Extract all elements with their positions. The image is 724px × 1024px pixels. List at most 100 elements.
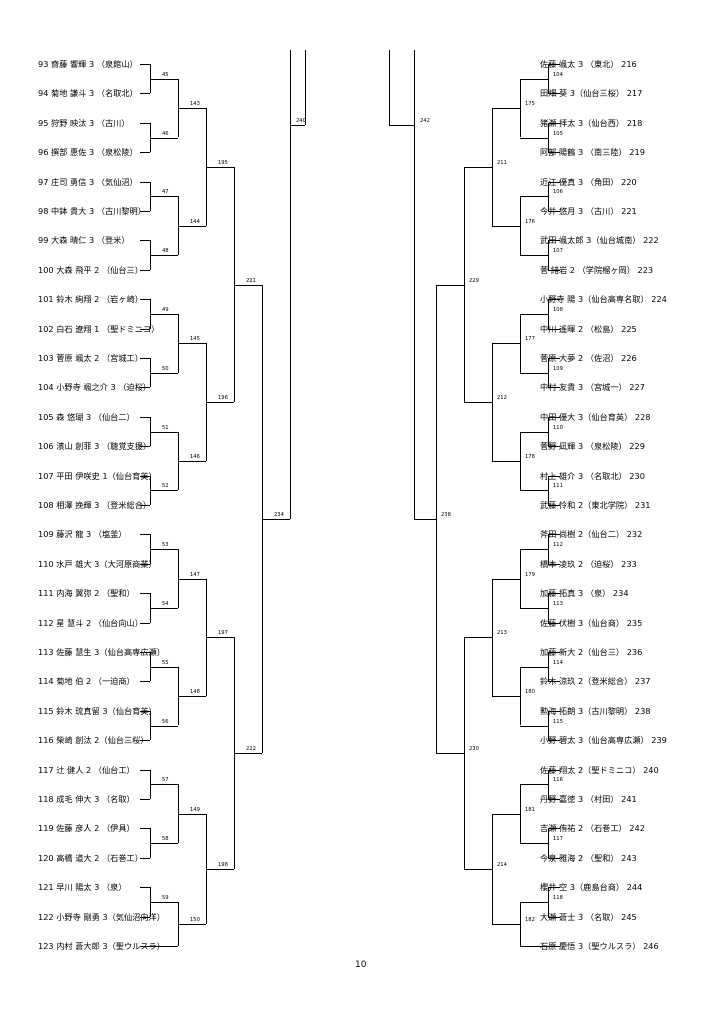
- bracket-connector: [548, 64, 549, 94]
- match-number: 182: [525, 916, 535, 923]
- match-number: 180: [525, 689, 535, 696]
- bracket-connector: [150, 769, 151, 799]
- match-number: 198: [218, 861, 228, 868]
- match-number: 144: [190, 218, 200, 225]
- match-number: 214: [497, 861, 507, 868]
- match-number: 149: [190, 806, 200, 813]
- entry-name: 102 白石 遼翔 1 （聖ドミニコ）: [38, 323, 160, 334]
- bracket-connector: [520, 843, 548, 845]
- entry-name: 110 水戸 雄大 3（大河原商業）: [38, 558, 157, 569]
- match-number: 118: [553, 894, 563, 901]
- entry-name: 118 成毛 伸大 3 （名取）: [38, 794, 135, 804]
- entry-line: [548, 122, 560, 124]
- match-number: 221: [246, 277, 256, 284]
- match-number: 242: [420, 118, 430, 124]
- bracket-connector: [520, 607, 548, 609]
- entry-name: 93 齋藤 響輝 3 （泉館山）: [38, 59, 138, 69]
- match-number: 147: [190, 571, 200, 578]
- match-number: 46: [162, 130, 169, 137]
- bracket-connector: [548, 240, 549, 270]
- bracket-connector: [150, 843, 178, 845]
- match-number: 45: [162, 71, 169, 78]
- match-number: 150: [190, 916, 200, 923]
- entry-name: 鈴木 涼玖 2（登米総合） 237: [540, 676, 651, 687]
- entry-line: [140, 710, 150, 712]
- bracket-connector: [548, 475, 549, 505]
- bracket-connector: [548, 358, 549, 388]
- match-number: 55: [162, 659, 169, 666]
- bracket-connector: [520, 901, 548, 903]
- match-number: 107: [553, 248, 563, 255]
- entry-line: [548, 240, 560, 242]
- bracket-connector: [548, 887, 549, 917]
- entry-name: 加藤 拓真 3 （泉） 234: [540, 588, 629, 599]
- entry-name: 100 大森 飛平 2 （仙台三）: [38, 264, 143, 275]
- bracket-connector: [548, 593, 549, 623]
- match-number: 58: [162, 836, 169, 843]
- entry-name: 中川 遙暉 2 （松島） 225: [540, 323, 637, 334]
- bracket-connector: [492, 813, 520, 815]
- bracket-connector: [520, 78, 548, 80]
- match-number: 50: [162, 365, 169, 372]
- entry-name: 106 濱山 創菲 3 （聴覚支援）: [38, 441, 152, 452]
- bracket-connector: [492, 813, 493, 924]
- bracket-connector: [520, 255, 548, 257]
- bracket-connector: [520, 313, 521, 373]
- entry-line: [548, 358, 560, 359]
- bracket-connector: [150, 78, 178, 80]
- entry-line: [140, 269, 150, 271]
- entry-line: [140, 152, 150, 154]
- bracket-connector: [492, 460, 520, 462]
- entry-line: [548, 622, 560, 624]
- match-number: 181: [525, 806, 535, 813]
- entry-name: 108 相澤 挽輝 3 （登米総合）: [38, 500, 152, 510]
- entry-line: [140, 857, 150, 859]
- bracket-connector: [520, 725, 548, 727]
- entry-name: 109 藤沢 龍 3 （塩釜）: [38, 529, 127, 540]
- entry-name: 武藤 怜和 2（東北学院） 231: [540, 500, 651, 510]
- match-number: 177: [525, 336, 535, 343]
- match-number: 108: [553, 306, 563, 313]
- entry-line: [548, 710, 560, 712]
- entry-line: [140, 240, 150, 242]
- match-number: 229: [469, 277, 479, 284]
- entry-line: [548, 681, 560, 683]
- bracket-connector: [520, 549, 521, 608]
- bracket-connector: [520, 431, 521, 491]
- bracket-connector: [178, 460, 206, 462]
- entry-name: 橋本 凌玖 2 （迫桜） 233: [540, 558, 637, 569]
- entry-name: 斧田 尚樹 2（仙台二） 232: [540, 529, 643, 540]
- bracket-connector: [492, 696, 520, 698]
- entry-line: [548, 299, 560, 301]
- bracket-connector: [178, 696, 206, 698]
- bracket-connector: [520, 901, 521, 946]
- bracket-connector: [234, 166, 235, 403]
- bracket-connector: [548, 534, 549, 564]
- bracket-connector: [520, 313, 548, 315]
- match-number: 113: [553, 600, 563, 607]
- bracket-connector: [290, 50, 291, 519]
- bracket-connector: [464, 402, 492, 404]
- match-number: 238: [441, 511, 451, 518]
- bracket-connector: [548, 181, 549, 211]
- match-number: 110: [553, 424, 563, 431]
- entry-line: [548, 64, 560, 65]
- bracket-connector: [492, 225, 520, 227]
- entry-line: [548, 152, 560, 154]
- entry-name: 116 柴崎 創汰 2（仙台三桜）: [38, 735, 149, 746]
- entry-name: 112 星 慧斗 2 （仙台向山）: [38, 617, 143, 628]
- entry-name: 丹野 嘉徳 3 （村田） 241: [540, 794, 637, 804]
- bracket-connector: [548, 769, 549, 799]
- bracket-connector: [150, 710, 151, 741]
- bracket-connector: [178, 923, 206, 925]
- bracket-connector: [178, 666, 179, 726]
- match-number: 52: [162, 483, 169, 490]
- entry-line: [548, 887, 560, 889]
- entry-name: 111 内海 翼弥 2 （聖和）: [38, 588, 135, 599]
- bracket-connector: [178, 225, 206, 227]
- match-number: 112: [553, 542, 563, 549]
- match-number: 111: [553, 483, 563, 490]
- entry-name: 94 菊地 謙斗 3 （名取北）: [38, 88, 138, 99]
- entry-name: 猪瀬 拝太 3（仙台西） 218: [540, 117, 643, 128]
- match-number: 48: [162, 248, 169, 255]
